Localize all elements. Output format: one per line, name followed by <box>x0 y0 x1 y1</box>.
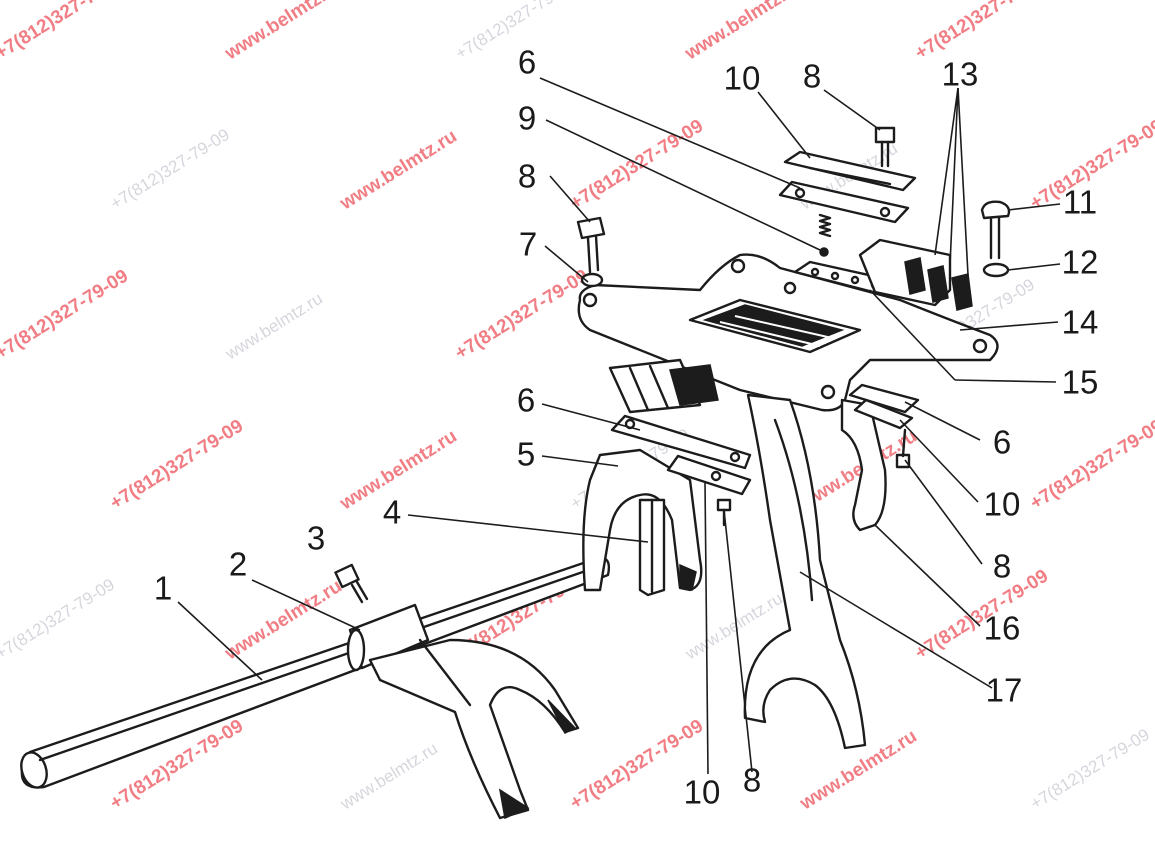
watermark-text: +7(812)327-79-09 <box>107 125 233 213</box>
part-14-bracket <box>793 238 952 307</box>
part-5-fork <box>582 448 703 592</box>
watermark-text: www.belmtz.ru <box>221 289 326 364</box>
callout-2: 2 <box>228 545 248 583</box>
callout-13: 13 <box>941 55 979 93</box>
part-17-fork <box>743 393 867 750</box>
watermark-text: +7(812)327-79-09 <box>0 266 132 365</box>
callout-10-bottom: 10 <box>683 773 721 811</box>
callout-14: 14 <box>1061 303 1099 341</box>
part-10-top-plate <box>783 150 917 192</box>
watermark-text: www.belmtz.ru <box>336 126 461 215</box>
watermark-text: www.belmtz.ru <box>681 0 806 65</box>
part-8-left-bolt <box>576 216 606 274</box>
callout-6-top: 6 <box>517 43 537 81</box>
callout-17: 17 <box>985 671 1023 709</box>
rail-blocks <box>608 358 719 414</box>
watermark-text: +7(812)327-79-09 <box>0 0 132 64</box>
part-7-washer <box>580 272 604 288</box>
part-8-top-bolt <box>874 126 896 168</box>
watermark-text: www.belmtz.ru <box>221 0 346 65</box>
callout-12: 12 <box>1061 243 1099 281</box>
watermark-text: +7(812)327-79-09 <box>1027 725 1153 813</box>
callout-5: 5 <box>516 435 536 473</box>
part-13-blocks <box>904 257 973 311</box>
callout-15: 15 <box>1061 363 1099 401</box>
callout-6-right: 6 <box>992 423 1012 461</box>
watermark-text: +7(812)327-79-09 <box>1027 416 1155 515</box>
watermark-text: +7(812)327-79-09 <box>107 416 248 515</box>
callout-8-bottom: 8 <box>742 761 762 799</box>
callout-6-lower: 6 <box>516 381 536 419</box>
part-8-right-bolt <box>895 428 911 469</box>
callout-4: 4 <box>382 493 402 531</box>
watermark-text: +7(812)327-79-09 <box>0 575 118 663</box>
part-12-washer <box>982 262 1010 278</box>
watermark-layer: www.belmtz.ru +7(812)327-79-09 www.belmtz.… <box>0 0 1155 815</box>
part-6-top-plate <box>778 180 910 224</box>
leader-lines <box>177 77 1061 775</box>
callout-10-right: 10 <box>983 485 1021 523</box>
callout-8-top: 8 <box>802 57 822 95</box>
watermark-text: +7(812)327-79-09 <box>567 116 708 215</box>
part-10-lower-plate <box>666 454 752 496</box>
callout-8-left: 8 <box>517 157 537 195</box>
callout-10-top: 10 <box>723 59 761 97</box>
housing-cover-plate <box>577 253 999 412</box>
callout-7: 7 <box>518 225 538 263</box>
part-9-spring <box>818 213 832 257</box>
callout-9: 9 <box>517 99 537 137</box>
part-11-bolt <box>980 200 1011 260</box>
part-10-right-plate <box>853 398 914 430</box>
callout-16: 16 <box>983 609 1021 647</box>
part-2-shift-fork <box>346 603 580 820</box>
watermark-text: +7(812)327-79-09 <box>452 0 578 63</box>
callout-1: 1 <box>153 569 173 607</box>
part-16-fork <box>840 398 887 532</box>
watermark-text: +7(812)327-79-09 <box>452 266 593 365</box>
watermark-text: www.belmtz.ru <box>336 739 441 814</box>
watermark-text: +7(812)327-79-09 <box>912 0 1053 64</box>
callout-11: 11 <box>1062 183 1098 221</box>
callout-8-right: 8 <box>992 547 1012 585</box>
callout-3: 3 <box>306 519 326 557</box>
part-3-bolt <box>334 563 369 604</box>
part-6-right-plate <box>848 383 920 414</box>
part-4-rod <box>638 498 666 597</box>
